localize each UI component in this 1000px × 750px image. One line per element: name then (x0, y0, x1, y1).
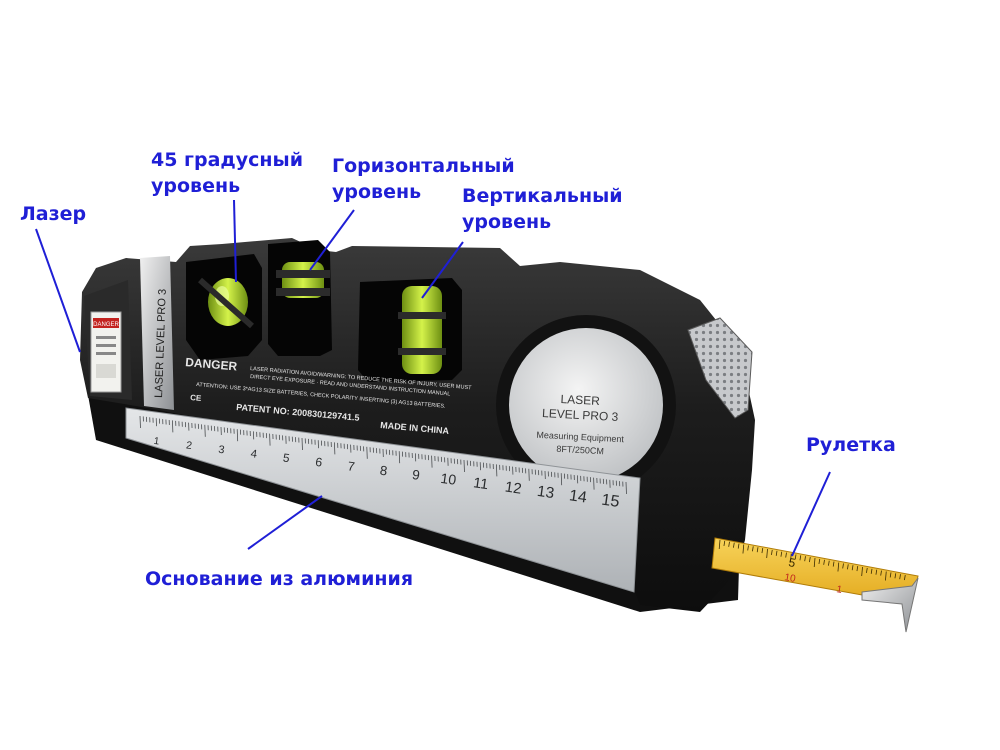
ruler-number: 7 (347, 459, 356, 474)
callout-45-level-line-2: уровень (151, 175, 241, 197)
tape-tick (870, 568, 873, 574)
tape-number-1: 1 (835, 584, 843, 596)
callout-vertical-level: Вертикальный уровень (462, 183, 623, 235)
dial-line-3: Measuring Equipment (536, 430, 624, 445)
tape-tick (856, 566, 859, 572)
tape-tick (756, 547, 759, 553)
callout-horizontal-level-line-1: Горизонтальный (332, 155, 515, 177)
tape-tick (780, 551, 783, 557)
tape-tick (899, 574, 901, 580)
ruler-ticks (139, 415, 627, 495)
tape-number-5: 5 (787, 555, 796, 570)
tape-tick (733, 542, 735, 548)
tape-hook (861, 577, 919, 633)
ruler-number: 2 (185, 440, 192, 452)
leader-vertical-level (421, 241, 464, 299)
tape-tick (866, 567, 868, 573)
callout-tape: Рулетка (806, 434, 896, 456)
leader-tape (791, 471, 831, 557)
tape-tick (728, 541, 730, 547)
ce-mark: CE (190, 393, 203, 403)
ruler-number: 8 (379, 463, 388, 479)
model-side-plate (140, 256, 174, 410)
tape-tick (785, 552, 787, 558)
callout-aluminium-base: Основание из алюминия (145, 568, 414, 590)
tape-tick (799, 555, 802, 561)
tape-tick (904, 575, 906, 581)
tape-tick (775, 550, 778, 556)
tape-tick (761, 548, 764, 554)
leader-horizontal-level (309, 209, 355, 271)
dial-line-4: 8FT/250CM (556, 444, 604, 456)
ruler-number: 15 (600, 491, 620, 511)
danger-title: DANGER (185, 355, 238, 374)
callout-vertical-level-line-1: Вертикальный (462, 185, 623, 207)
callout-laser: Лазер (20, 203, 87, 225)
aluminium-ruler (125, 407, 641, 593)
leader-laser (35, 228, 81, 353)
tape-tick (747, 545, 749, 551)
tape-tick (790, 553, 792, 563)
ruler-number: 6 (314, 455, 323, 470)
tape-dial (509, 328, 663, 482)
tape-tick (737, 543, 740, 549)
dial-line-1: LASER (560, 392, 600, 408)
tape-tick (894, 573, 897, 579)
ruler-number: 3 (218, 444, 226, 457)
danger-sticker-text: DANGER (93, 322, 119, 328)
ruler-number: 13 (536, 483, 555, 502)
tape-tick (813, 557, 816, 568)
tape-tick (885, 571, 887, 581)
tape-tick (847, 564, 849, 570)
ruler-number: 1 (153, 436, 160, 448)
ruler-number: 9 (411, 467, 421, 483)
tape-ticks (718, 539, 906, 581)
ruler-number: 11 (472, 475, 489, 493)
tape-tick (837, 562, 840, 572)
tape-tick (832, 561, 835, 567)
tape-tick (842, 563, 844, 569)
tape-tick (794, 554, 797, 560)
side-model-text: LASER LEVEL PRO 3 (153, 289, 169, 398)
tape-tick (804, 556, 806, 562)
tape-tick (823, 559, 825, 565)
callout-45-level-line-1: 45 градусный (151, 149, 304, 171)
tape-dial-text: LASER LEVEL PRO 3 Measuring Equipment 8F… (536, 392, 624, 456)
tape-tick (861, 566, 863, 577)
ruler-number: 5 (282, 450, 291, 465)
tape-tick (875, 569, 878, 575)
leader-base (247, 495, 323, 550)
tape-tick (851, 565, 854, 571)
tape-number-10: 10 (783, 572, 796, 585)
tape-lock-button (687, 317, 753, 419)
tape-tick (809, 557, 811, 563)
tape-tick (818, 558, 821, 564)
callout-horizontal-level-line-2: уровень (332, 181, 422, 203)
tape-tick (752, 546, 754, 552)
ruler-number: 12 (504, 479, 523, 498)
tape-tick (723, 540, 726, 546)
ruler-number: 4 (250, 448, 258, 461)
tape-tick (880, 570, 882, 576)
callout-45-level: 45 градусный уровень (151, 147, 303, 199)
tape-tick (742, 544, 745, 554)
tape-tick (766, 548, 768, 559)
dial-line-2: LEVEL PRO 3 (542, 406, 619, 424)
ruler-number: 14 (568, 487, 588, 506)
tape-tick (771, 549, 773, 555)
tape-tick (889, 572, 892, 578)
callout-vertical-level-line-2: уровень (462, 211, 552, 233)
vial-vertical-bubble (402, 286, 442, 374)
callout-horizontal-level: Горизонтальный уровень (332, 153, 515, 205)
tape-tick (828, 560, 830, 566)
leader-45-level (233, 199, 237, 283)
tape-tick (718, 539, 721, 550)
ruler-number: 10 (440, 470, 458, 488)
